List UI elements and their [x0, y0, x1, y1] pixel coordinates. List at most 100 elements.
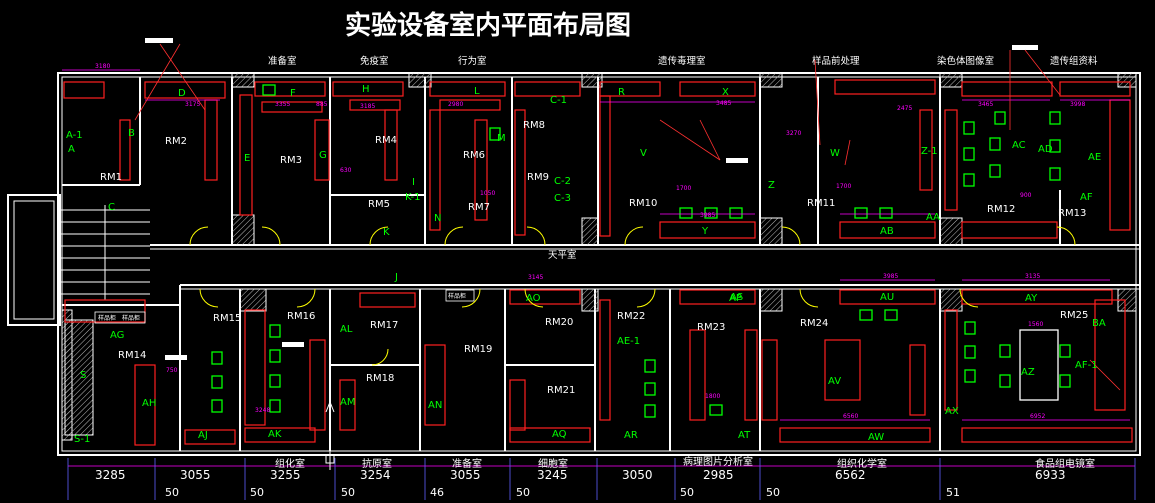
bottom-label-antigen: 抗原室	[362, 457, 392, 470]
dim-3135: 3135	[1025, 273, 1040, 280]
label-chromosome-room: 染色体图像室	[937, 55, 994, 67]
code-s: S	[80, 370, 86, 381]
dim-1700b: 1700	[836, 183, 851, 190]
bottom-label-em: 食品组电镜室	[1035, 457, 1095, 470]
bottom-dim-2: 3055	[180, 468, 211, 482]
cabinet-tag-2: 样品柜	[122, 314, 140, 322]
bottom-dim-5: 3055	[450, 468, 481, 482]
label-toxicology-room: 遗传毒理室	[658, 55, 706, 67]
code-r: R	[618, 87, 625, 98]
bottom-dim-8: 2985	[703, 468, 734, 482]
code-s1: S-1	[74, 434, 90, 445]
code-ax: AX	[945, 406, 959, 417]
code-ap: AP	[729, 293, 742, 304]
stair-treads	[60, 205, 150, 300]
room-rm22: RM22	[617, 311, 645, 322]
code-ag: AG	[110, 330, 124, 341]
dim-3485: 3485	[716, 100, 731, 107]
dim-3180: 3180	[95, 63, 110, 70]
gap-label-5: 50	[516, 486, 530, 499]
room-rm20: RM20	[545, 317, 573, 328]
code-c: C	[108, 202, 115, 213]
gap-label-8: 51	[946, 486, 960, 499]
code-al: AL	[340, 324, 353, 335]
code-v: V	[640, 148, 647, 159]
code-l: L	[474, 86, 480, 97]
room-labels-bottom: RM14 RM15 RM16 RM17 RM18 RM19 RM20 RM21 …	[118, 310, 1088, 396]
room-rm7: RM7	[468, 202, 490, 213]
code-af1: AF-1	[1075, 360, 1098, 371]
code-b: B	[128, 128, 135, 139]
code-e: E	[244, 153, 250, 164]
dim-3355: 3355	[275, 101, 290, 108]
bottom-label-pathology: 病理图片分析室	[683, 455, 753, 468]
room-labels-top: RM1 RM2 RM3 RM4 RM5 RM6 RM7 RM8 RM9 RM10…	[100, 120, 1086, 219]
dim-3248: 3248	[255, 407, 270, 414]
room-rm15: RM15	[213, 313, 241, 324]
code-k1: K-1	[405, 192, 420, 203]
code-x: X	[722, 87, 729, 98]
room-rm21: RM21	[547, 385, 575, 396]
dim-3998: 3998	[1070, 101, 1085, 108]
plan-title: 实验设备室内平面布局图	[345, 10, 631, 41]
code-ae1: AE-1	[617, 336, 640, 347]
code-c3: C-3	[554, 193, 571, 204]
code-ac: AC	[1012, 140, 1026, 151]
room-rm17: RM17	[370, 320, 398, 331]
dim-3145: 3145	[528, 274, 543, 281]
balance-room-label: 天平室	[548, 249, 577, 261]
room-rm18: RM18	[366, 373, 394, 384]
code-g: G	[319, 150, 327, 161]
dim-1560: 1560	[1028, 321, 1043, 328]
room-rm8: RM8	[523, 120, 545, 131]
gap-label-4: 46	[430, 486, 444, 499]
label-genetics-data: 遗传组资料	[1050, 55, 1098, 67]
code-az: AZ	[1021, 367, 1035, 378]
room-rm25: RM25	[1060, 310, 1088, 321]
room-rm13: RM13	[1058, 208, 1086, 219]
codes-bottom: AG AH AJ AK AL AM AN AO AP AQ AR AS AT A…	[74, 272, 1106, 445]
room-rm4: RM4	[375, 135, 397, 146]
codes-top: A-1 A B C D E F G H I K-1 K L M N C-1 C-…	[66, 84, 1101, 238]
room-rm24: RM24	[800, 318, 828, 329]
top-labels: 准备室 免疫室 行为室 遗传毒理室 样品前处理 染色体图像室 遗传组资料	[268, 55, 1098, 67]
code-i: I	[412, 177, 415, 188]
code-f: F	[290, 88, 296, 99]
label-immune-room: 免疫室	[360, 55, 389, 67]
code-d: D	[178, 88, 186, 99]
dim-6952: 6952	[1030, 413, 1045, 420]
code-au: AU	[880, 292, 894, 303]
dim-3185: 3185	[360, 103, 375, 110]
bottom-dim-7: 3050	[622, 468, 653, 482]
code-c1: C-1	[550, 95, 567, 106]
dim-885: 885	[316, 101, 328, 108]
structural-columns	[61, 72, 1137, 441]
room-rm10: RM10	[629, 198, 657, 209]
cabinet-tag-1: 样品柜	[98, 314, 116, 322]
north-mark	[145, 38, 173, 43]
code-am: AM	[340, 397, 355, 408]
room-rm9: RM9	[527, 172, 549, 183]
bottom-label-tissue-chem: 组织化学室	[837, 457, 887, 470]
code-a1: A-1	[66, 130, 83, 141]
gap-label-6: 50	[680, 486, 694, 499]
room-rm12: RM12	[987, 204, 1015, 215]
leader-lines	[134, 43, 1121, 391]
bottom-dim-6: 3245	[537, 468, 568, 482]
dim-1050: 1050	[480, 190, 495, 197]
dim-3175: 3175	[185, 101, 200, 108]
room-rm2: RM2	[165, 136, 187, 147]
dim-750: 750	[166, 367, 178, 374]
white-tags	[165, 158, 748, 360]
code-av: AV	[828, 376, 841, 387]
room-rm19: RM19	[464, 344, 492, 355]
code-ar: AR	[624, 430, 638, 441]
code-j: J	[394, 272, 398, 283]
bottom-dim-10: 6933	[1035, 468, 1066, 482]
small-dimensions: 3180 3175 3355 3185 2980 3485 3985 2475 …	[95, 63, 1085, 420]
code-ao: AO	[526, 293, 541, 304]
code-k: K	[383, 227, 390, 238]
code-aj: AJ	[198, 430, 208, 441]
code-m: M	[497, 133, 506, 144]
